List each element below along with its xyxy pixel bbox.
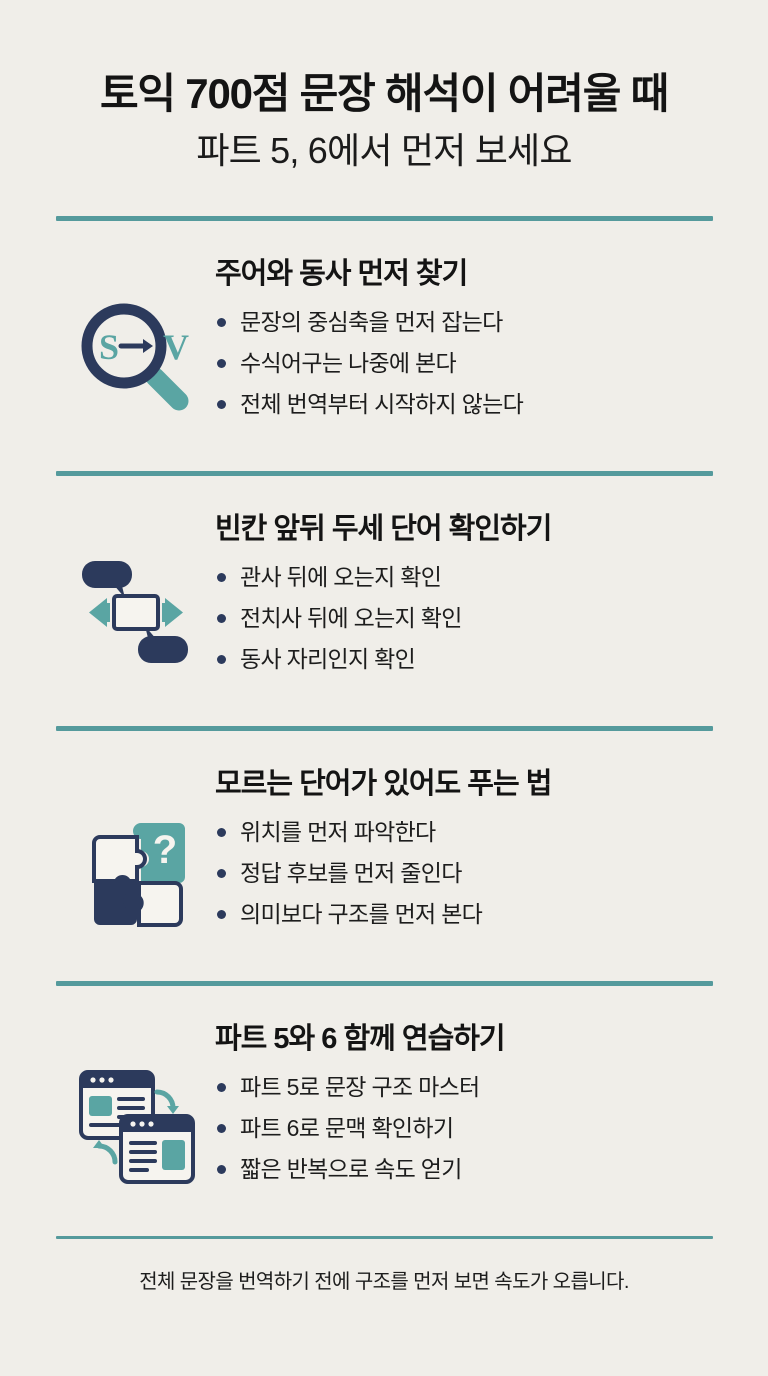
bullet-dot-icon [217, 318, 226, 328]
text-column: 주어와 동사 먼저 찾기 문장의 중심축을 먼저 잡는다 수식어구는 나중에 본… [215, 243, 716, 425]
bullet-dot-icon [217, 1083, 226, 1093]
section-title: 파트 5와 6 함께 연습하기 [215, 1023, 506, 1056]
section-subject-verb: S V 주어와 동사 먼저 찾기 문장의 중심축을 먼저 잡는다 수식어구는 나… [0, 221, 768, 471]
list-item-label: 위치를 먼저 파악한다 [240, 819, 436, 846]
bullet-list: 파트 5로 문장 구조 마스터 파트 6로 문맥 확인하기 짧은 반복으로 속도… [215, 1067, 716, 1190]
bullet-dot-icon [217, 358, 226, 368]
list-item: 동사 자리인지 확인 [215, 639, 716, 680]
footer-note: 전체 문장을 번역하기 전에 구조를 먼저 보면 속도가 오릅니다. [139, 1271, 629, 1294]
list-item-label: 의미보다 구조를 먼저 본다 [240, 900, 483, 927]
list-item: 파트 5로 문장 구조 마스터 [215, 1067, 716, 1108]
bullet-list: 관사 뒤에 오는지 확인 전치사 뒤에 오는지 확인 동사 자리인지 확인 [215, 557, 716, 680]
list-item: 전치사 뒤에 오는지 확인 [215, 598, 716, 639]
icon-column [55, 1040, 215, 1188]
svg-text:S: S [99, 327, 119, 367]
bullet-dot-icon [217, 828, 226, 838]
icon-column [55, 530, 215, 678]
list-item-label: 정답 후보를 먼저 줄인다 [240, 859, 462, 886]
list-item: 파트 6로 문맥 확인하기 [215, 1108, 716, 1149]
puzzle-question-icon: ? [69, 801, 201, 933]
section-divider [55, 216, 713, 222]
list-item-label: 파트 6로 문맥 확인하기 [240, 1114, 454, 1141]
list-item-label: 동사 자리인지 확인 [240, 645, 416, 672]
text-column: 파트 5와 6 함께 연습하기 파트 5로 문장 구조 마스터 파트 6로 문맥… [215, 1008, 716, 1190]
svg-text:V: V [163, 327, 189, 367]
section-divider [55, 981, 713, 987]
icon-column: S V [55, 275, 215, 423]
section-title: 빈칸 앞뒤 두세 단어 확인하기 [215, 513, 552, 546]
list-item: 관사 뒤에 오는지 확인 [215, 557, 716, 598]
header: 토익 700점 문장 해석이 어려울 때 파트 5, 6에서 먼저 보세요 [0, 0, 768, 173]
list-item-label: 파트 5로 문장 구조 마스터 [240, 1074, 480, 1101]
page-title: 토익 700점 문장 해석이 어려울 때 [99, 70, 669, 117]
section-part5-part6: 파트 5와 6 함께 연습하기 파트 5로 문장 구조 마스터 파트 6로 문맥… [0, 986, 768, 1236]
list-item-label: 수식어구는 나중에 본다 [240, 349, 457, 376]
text-column: 모르는 단어가 있어도 푸는 법 위치를 먼저 파악한다 정답 후보를 먼저 줄… [215, 753, 716, 935]
bullet-list: 위치를 먼저 파악한다 정답 후보를 먼저 줄인다 의미보다 구조를 먼저 본다 [215, 812, 716, 935]
section-divider [55, 471, 713, 477]
list-item: 수식어구는 나중에 본다 [215, 343, 716, 384]
bullet-dot-icon [217, 613, 226, 623]
section-title: 주어와 동사 먼저 찾기 [215, 258, 468, 291]
section-blank-context: 빈칸 앞뒤 두세 단어 확인하기 관사 뒤에 오는지 확인 전치사 뒤에 오는지… [0, 476, 768, 726]
list-item-label: 전체 번역부터 시작하지 않는다 [240, 390, 524, 417]
list-item-label: 전치사 뒤에 오는지 확인 [240, 604, 462, 631]
bullet-list: 문장의 중심축을 먼저 잡는다 수식어구는 나중에 본다 전체 번역부터 시작하… [215, 302, 716, 425]
bullet-dot-icon [217, 654, 226, 664]
list-item: 정답 후보를 먼저 줄인다 [215, 853, 716, 894]
list-item: 의미보다 구조를 먼저 본다 [215, 894, 716, 935]
two-windows-sync-icon [69, 1056, 201, 1188]
page-subtitle: 파트 5, 6에서 먼저 보세요 [196, 130, 572, 172]
bullet-dot-icon [217, 573, 226, 583]
bullet-dot-icon [217, 868, 226, 878]
list-item: 전체 번역부터 시작하지 않는다 [215, 384, 716, 425]
footer-divider [55, 1236, 713, 1240]
bullet-dot-icon [217, 1123, 226, 1133]
bullet-dot-icon [217, 1164, 226, 1174]
section-divider [55, 726, 713, 732]
bullet-dot-icon [217, 909, 226, 919]
sections-container: S V 주어와 동사 먼저 찾기 문장의 중심축을 먼저 잡는다 수식어구는 나… [0, 216, 768, 1376]
icon-column: ? [55, 785, 215, 933]
list-item-label: 짧은 반복으로 속도 얻기 [240, 1155, 462, 1182]
text-column: 빈칸 앞뒤 두세 단어 확인하기 관사 뒤에 오는지 확인 전치사 뒤에 오는지… [215, 498, 716, 680]
section-unknown-words: ? 모르는 단어가 있어도 푸는 법 위치를 먼저 파악한다 정답 후보를 먼저… [0, 731, 768, 981]
bullet-dot-icon [217, 399, 226, 409]
footer: 전체 문장을 번역하기 전에 구조를 먼저 보면 속도가 오릅니다. [0, 1239, 768, 1294]
section-title: 모르는 단어가 있어도 푸는 법 [215, 768, 552, 801]
list-item-label: 문장의 중심축을 먼저 잡는다 [240, 309, 503, 336]
question-mark-glyph: ? [153, 828, 177, 872]
list-item: 짧은 반복으로 속도 얻기 [215, 1149, 716, 1190]
blank-box-arrows-icon [69, 546, 201, 678]
magnifier-sv-icon: S V [69, 291, 201, 423]
list-item-label: 관사 뒤에 오는지 확인 [240, 564, 442, 591]
list-item: 위치를 먼저 파악한다 [215, 812, 716, 853]
list-item: 문장의 중심축을 먼저 잡는다 [215, 302, 716, 343]
